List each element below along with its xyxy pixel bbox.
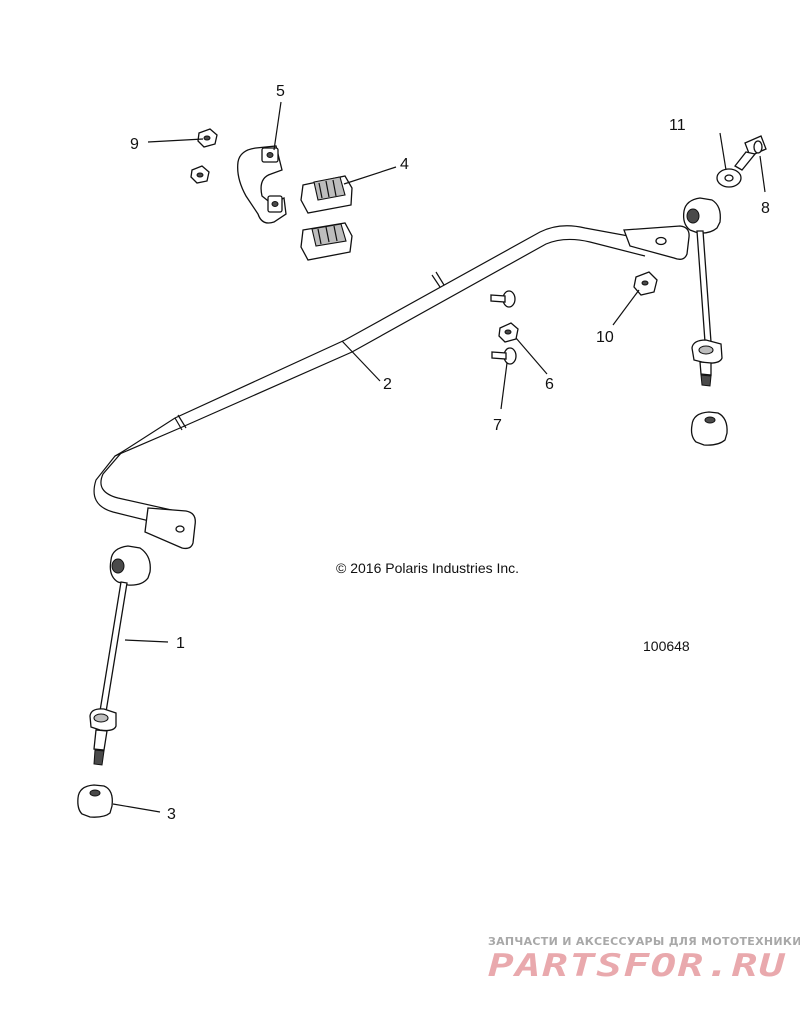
copyright-notice: © 2016 Polaris Industries Inc. (336, 560, 519, 576)
clip-nut-6 (498, 322, 519, 343)
end-link-left (89, 545, 151, 766)
callout-11: 11 (669, 117, 686, 134)
link-grommet-left (77, 784, 113, 818)
stabilizer-bar (93, 225, 690, 550)
callout-labels: 1 2 3 4 5 6 7 8 9 10 11 (130, 83, 770, 823)
callout-1: 1 (176, 635, 185, 652)
end-link-right (682, 197, 723, 387)
callout-3: 3 (167, 806, 176, 823)
figure-id: 100648 (643, 638, 690, 654)
callout-4: 4 (400, 156, 409, 173)
link-grommet-right (690, 411, 728, 446)
bar-mount-bracket (237, 145, 287, 224)
rivet-7 (490, 290, 517, 365)
flange-nut-9 (190, 128, 218, 184)
callout-6: 6 (545, 376, 554, 393)
flange-bolt-8 (734, 135, 767, 171)
watermark: ЗАПЧАСТИ И АКСЕССУАРЫ ДЛЯ МОТОТЕХНИКИ PA… (488, 935, 800, 984)
bar-bushing (300, 175, 353, 261)
callout-9: 9 (130, 136, 139, 153)
callout-2: 2 (383, 376, 392, 393)
nut-10 (633, 271, 658, 296)
callout-10: 10 (596, 329, 614, 346)
washer-11 (716, 168, 742, 188)
callout-5: 5 (276, 83, 285, 100)
leader-lines (112, 101, 766, 813)
callout-8: 8 (761, 200, 770, 217)
watermark-logo: PARTSFOR.RU (488, 948, 786, 984)
watermark-tagline: ЗАПЧАСТИ И АКСЕССУАРЫ ДЛЯ МОТОТЕХНИКИ (488, 935, 800, 948)
callout-7: 7 (493, 417, 502, 434)
